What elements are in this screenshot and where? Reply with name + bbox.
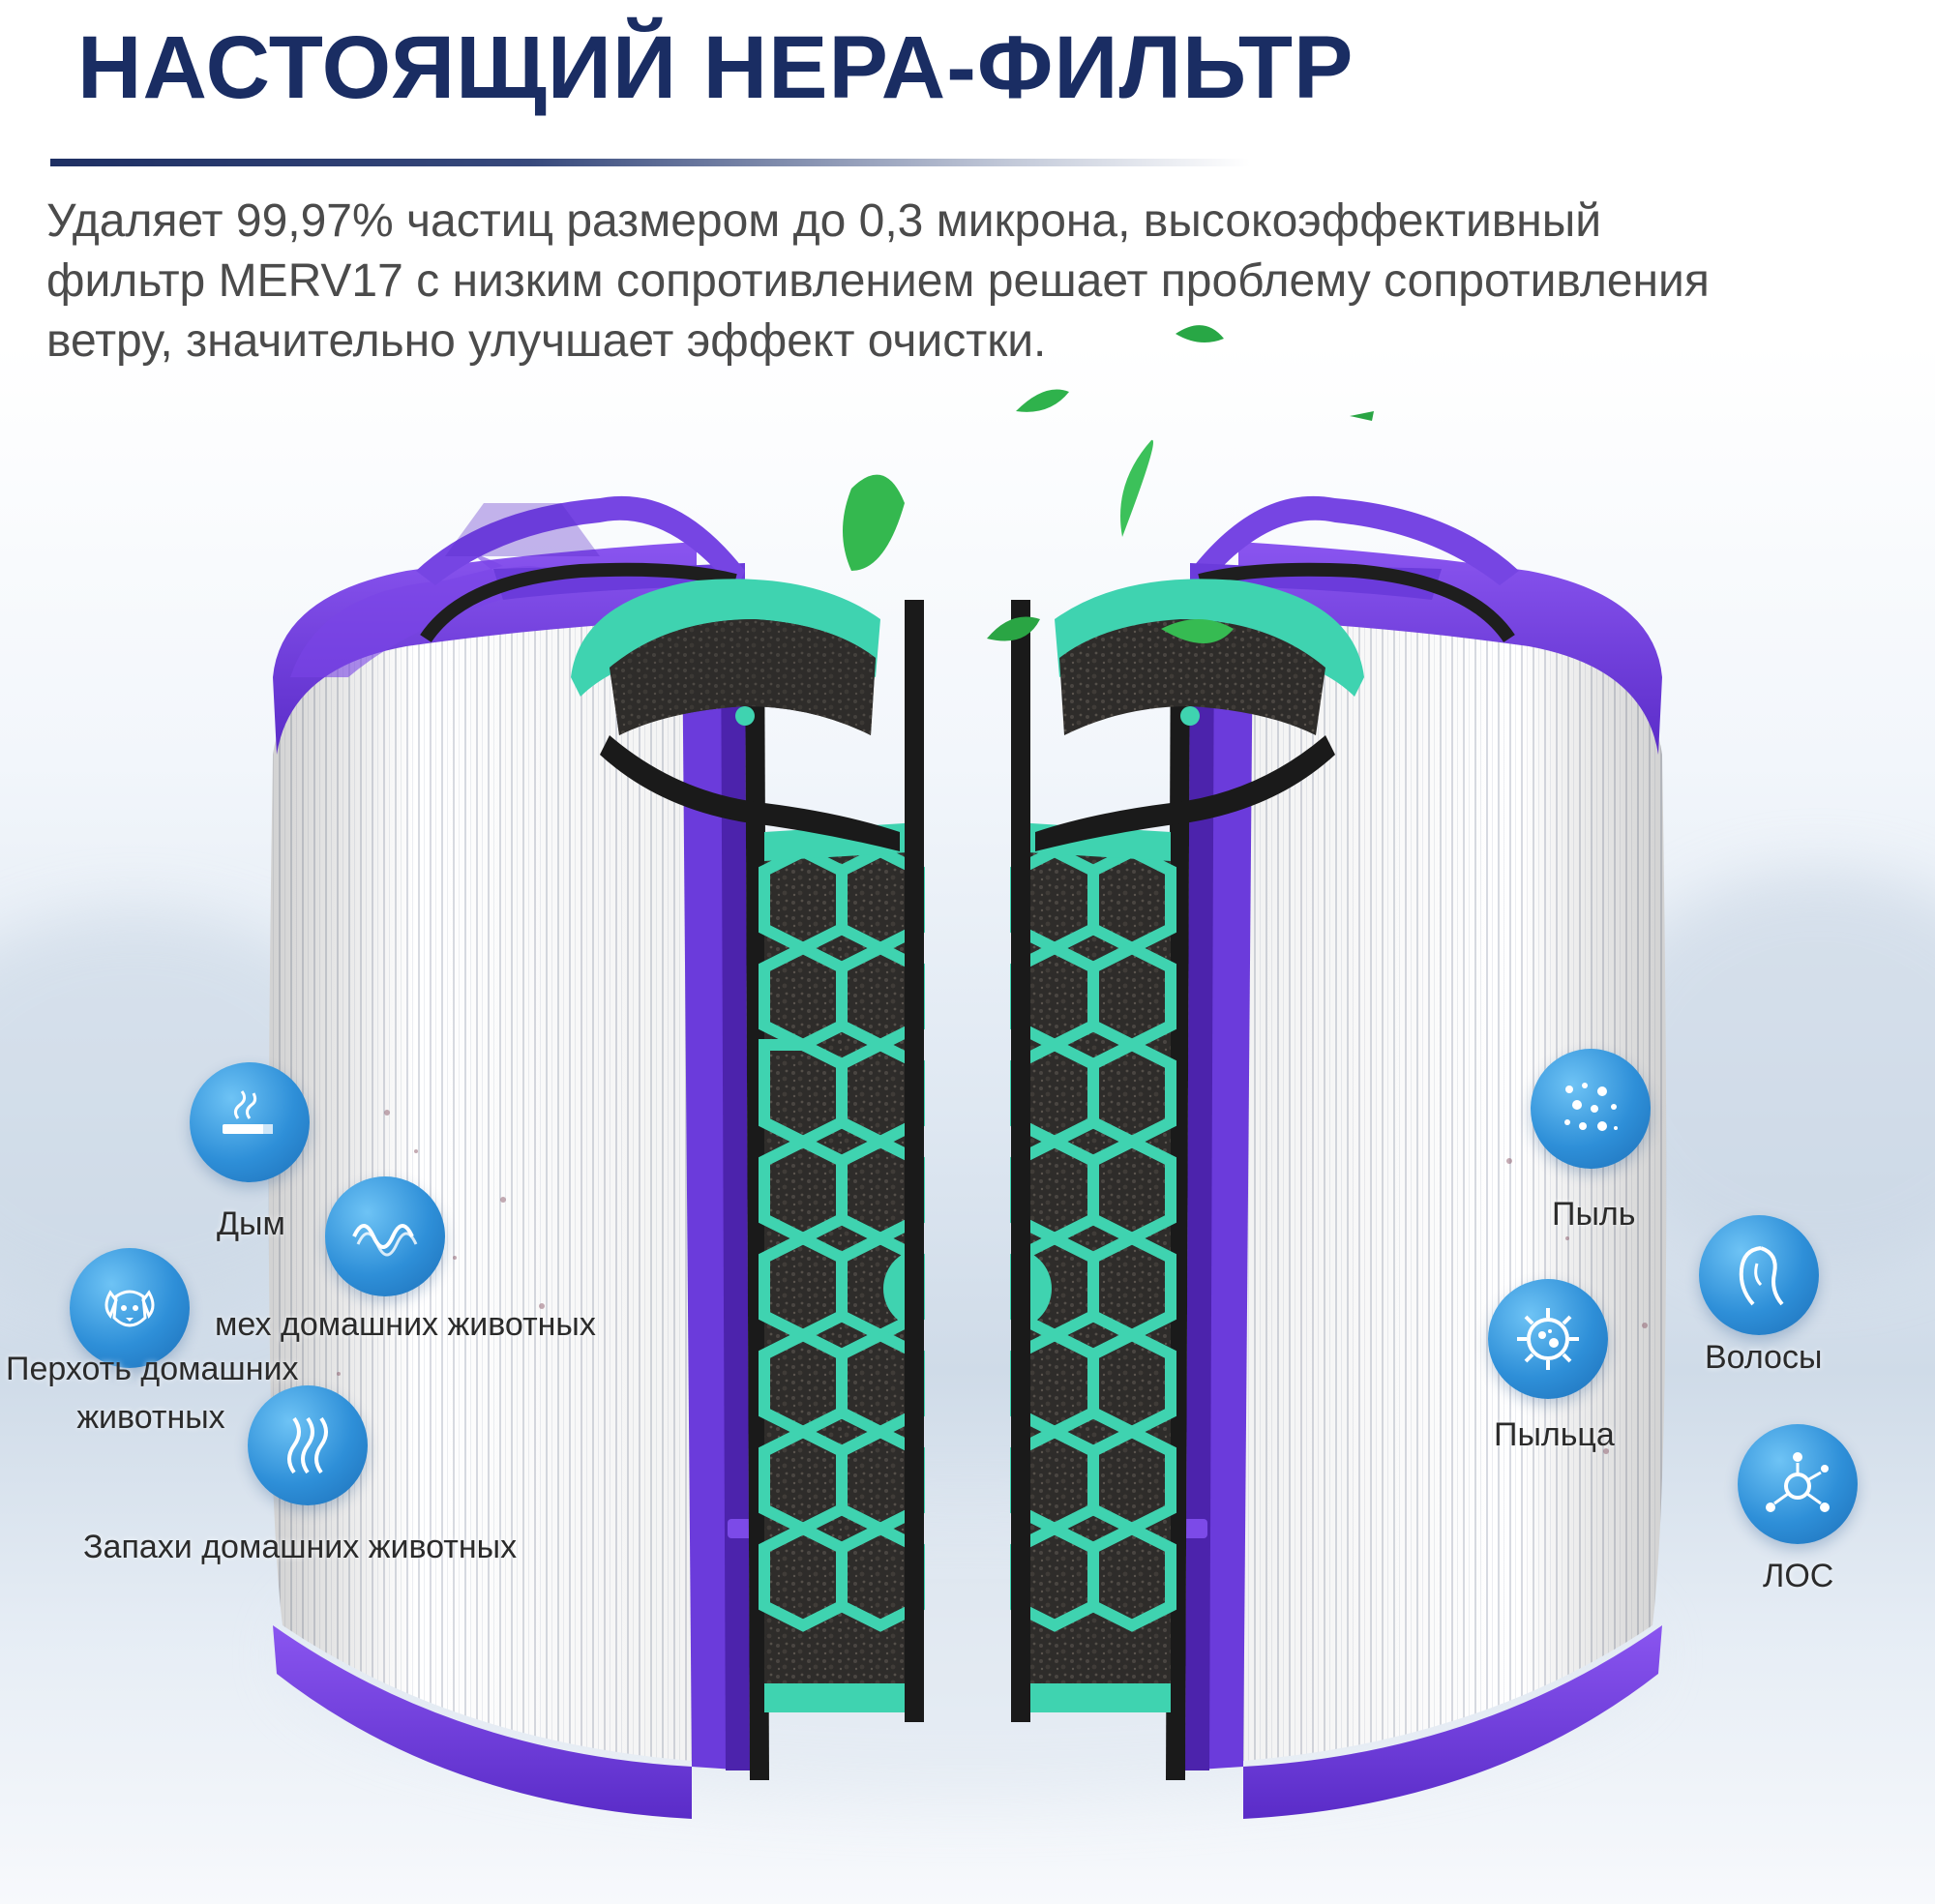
label-voc: ЛОС [1763,1558,1834,1594]
description: Удаляет 99,97% частиц размером до 0,3 ми… [46,192,1885,372]
headline: НАСТОЯЩИЙ НЕРА-ФИЛЬТР [77,18,1354,117]
label-pollen: Пыльца [1494,1416,1615,1453]
title-underline [50,159,1250,166]
badge-dust [1531,1049,1651,1169]
cigarette-icon [223,1090,273,1134]
leaf-6 [1161,619,1234,643]
odor-icon [287,1416,328,1474]
description-line-3: ветру, значительно улучшает эффект очист… [46,315,1047,367]
molecule-icon [1766,1452,1830,1512]
badge-pollen [1488,1279,1608,1399]
label-pet-dander-line-2: животных [76,1399,225,1436]
floating-leaves [843,325,1374,643]
leaf-2 [1016,389,1069,412]
left-gasket-arc [420,562,737,643]
left-bottom-rim [273,1625,692,1819]
right-bottom-rim [1243,1625,1662,1819]
badge-pet-odor [248,1385,368,1505]
leaf-4 [843,474,905,571]
right-top-ring [1238,542,1662,755]
description-line-1: Удаляет 99,97% частиц размером до 0,3 ми… [46,195,1602,247]
hair-wave-icon [352,1224,418,1257]
dust-icon [1564,1083,1618,1131]
right-gasket-arc [1198,562,1515,643]
particles [337,1110,1648,1454]
leaf-3 [1120,439,1153,537]
label-pet-dander: Перхоть домашних животных [6,1349,299,1438]
badge-voc [1738,1424,1858,1544]
label-pet-dander-line-1: Перхоть домашних [6,1351,299,1387]
hair-icon [1739,1246,1784,1306]
label-smoke: Дым [217,1205,285,1242]
filter-left-half [268,495,925,1819]
leaf-7 [1350,411,1374,421]
leaf-5 [987,616,1040,641]
badge-smoke [190,1062,310,1182]
badge-hair [1699,1215,1819,1335]
label-pet-fur: мех домашних животных [215,1306,596,1343]
label-hair: Волосы [1705,1339,1823,1376]
label-pet-odor: Запахи домашних животных [83,1529,518,1565]
label-dust: Пыль [1552,1196,1636,1233]
badge-pet-fur [325,1176,445,1296]
leaf-1 [1176,325,1224,342]
pollen-icon [1517,1308,1579,1370]
badge-pet-dander [70,1248,190,1368]
description-line-2: фильтр MERV17 с низким сопротивлением ре… [46,255,1710,307]
dog-icon [104,1290,155,1327]
